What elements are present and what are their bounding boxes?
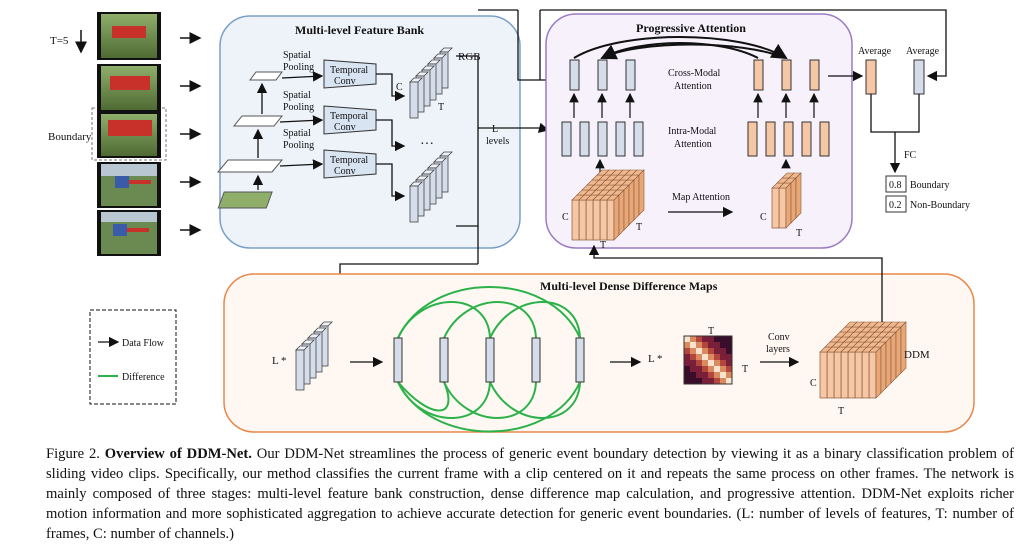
- svg-text:Conv: Conv: [334, 76, 356, 87]
- svg-text:levels: levels: [486, 136, 509, 147]
- feature-stack-bottom: [409, 151, 453, 223]
- difference-heatmap: [683, 335, 733, 385]
- ddm-title: Multi-level Dense Difference Maps: [540, 279, 718, 293]
- output-nonboundary-value: 0.2: [889, 200, 902, 211]
- svg-text:Attention: Attention: [674, 139, 712, 150]
- boundary-label: Boundary: [48, 131, 92, 143]
- svg-text:T: T: [838, 406, 844, 417]
- bank-dots: ···: [420, 137, 434, 152]
- svg-text:Temporal: Temporal: [330, 65, 368, 76]
- ddm-feature-stack: [295, 321, 333, 391]
- frame-2: [97, 64, 161, 112]
- average-1: Average: [858, 46, 892, 57]
- svg-text:Temporal: Temporal: [330, 155, 368, 166]
- svg-text:Pooling: Pooling: [283, 102, 314, 113]
- bank-c-label: C: [396, 82, 403, 93]
- frame-3: [97, 112, 161, 158]
- video-frames: T=5 Boundary: [48, 12, 202, 256]
- frame-5: [97, 210, 161, 256]
- caption-text: Our DDM-Net streamlines the process of g…: [46, 446, 1014, 542]
- output-head: Average Average FC 0.8 Boundary 0.2 Non-…: [539, 9, 970, 213]
- difference-arcs: [397, 286, 581, 433]
- output-boundary-label: Boundary: [910, 180, 949, 191]
- ddm-panel: Multi-level Dense Difference Maps L * L …: [223, 244, 975, 433]
- attn-t-left: T: [600, 240, 606, 251]
- svg-text:Conv: Conv: [334, 122, 356, 133]
- caption-lead: Figure 2.: [46, 446, 100, 462]
- caption-bold: Overview of DDM-Net.: [104, 446, 252, 462]
- output-boundary-value: 0.8: [889, 180, 902, 191]
- svg-text:Pooling: Pooling: [283, 62, 314, 73]
- svg-text:layers: layers: [766, 344, 790, 355]
- t-label: T=5: [50, 35, 69, 47]
- ddm-cube: [819, 321, 907, 399]
- feature-bank-title: Multi-level Feature Bank: [295, 23, 424, 37]
- svg-text:Cross-Modal: Cross-Modal: [668, 68, 720, 79]
- figure-caption: Figure 2. Overview of DDM-Net. Our DDM-N…: [46, 444, 1014, 544]
- feature-bank-panel: Multi-level Feature Bank Spatial Pooling…: [216, 15, 521, 249]
- attn-c-left: C: [562, 212, 569, 223]
- ddm-c: C: [810, 378, 817, 389]
- fc-label: FC: [904, 150, 917, 161]
- svg-text:Intra-Modal: Intra-Modal: [668, 126, 717, 137]
- legend-difference: Difference: [122, 372, 165, 383]
- map-attention-label: Map Attention: [672, 192, 730, 203]
- ddm-l-star: L *: [272, 355, 287, 367]
- spatial-pooling-1: Spatial: [283, 50, 311, 61]
- svg-text:Spatial: Spatial: [283, 128, 311, 139]
- ddm-net-diagram: T=5 Boundary: [48, 9, 975, 433]
- output-nonboundary-label: Non-Boundary: [910, 200, 970, 211]
- svg-text:C: C: [760, 212, 767, 223]
- attention-bars: [561, 59, 830, 174]
- bank-t-label: T: [438, 102, 444, 113]
- svg-text:Spatial: Spatial: [283, 90, 311, 101]
- legend: Data Flow Difference: [89, 309, 177, 405]
- progressive-attention-panel: Progressive Attention Cross-Modal Attent…: [545, 13, 853, 251]
- frame-1: [97, 12, 161, 60]
- svg-text:Conv: Conv: [334, 166, 356, 177]
- legend-data-flow: Data Flow: [122, 338, 165, 349]
- average-2: Average: [906, 46, 940, 57]
- ddm-label: DDM: [904, 349, 930, 361]
- svg-text:Conv: Conv: [768, 332, 790, 343]
- svg-text:Temporal: Temporal: [330, 111, 368, 122]
- heatmap-t-top: T: [708, 326, 714, 337]
- svg-text:T: T: [796, 228, 802, 239]
- frame-4: [97, 162, 161, 208]
- svg-text:T: T: [636, 222, 642, 233]
- svg-text:T: T: [742, 364, 748, 375]
- svg-text:Pooling: Pooling: [283, 140, 314, 151]
- rgb-label: RGB: [458, 51, 481, 63]
- svg-text:Attention: Attention: [674, 81, 712, 92]
- attention-cube: [571, 169, 645, 241]
- feature-stack-top: [409, 47, 453, 119]
- attention-title: Progressive Attention: [636, 21, 746, 35]
- svg-text:L: L: [492, 124, 498, 135]
- attention-slab: [771, 172, 802, 229]
- ddm-l-star-2: L *: [648, 353, 663, 365]
